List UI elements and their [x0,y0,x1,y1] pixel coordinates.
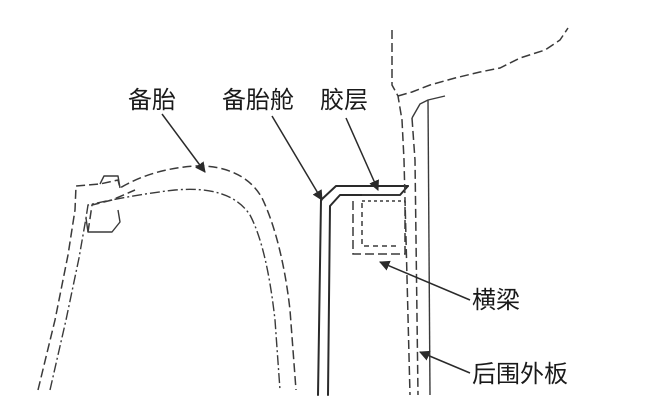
spare-tire-rim-inner [87,189,136,233]
label-cross-beam: 横梁 [472,286,520,314]
label-adhesive-layer: 胶层 [320,86,368,114]
cross-beam-box [352,201,406,255]
cross-beam-outline [352,201,406,255]
spare-tire-rim-lip [85,175,121,233]
rear-panel-top-shoulder [411,95,446,119]
well-wall-outer [317,185,409,396]
leader-adhesive-layer [345,117,379,191]
leader-lines [161,113,471,374]
label-spare-tire-well: 备胎舱 [222,86,294,114]
label-rear-outer-panel: 后围外板 [472,360,568,388]
rear-panel-top-contour [397,27,569,97]
rear-panel-outer-line [391,30,411,396]
leader-rear-outer-panel [419,350,471,374]
rear-panel-inner-line [411,117,419,396]
adhesive-layer-hatch [362,194,405,202]
leader-cross-beam [379,260,471,301]
leader-spare-tire [161,113,206,173]
rear-outer-panel-drawing [391,27,569,396]
spare-tire-drawing [37,165,297,391]
rear-panel-body-line [427,99,431,396]
label-spare-tire: 备胎 [128,86,176,114]
well-wall-inner [327,185,409,396]
spare-tire-inner-profile [49,188,281,391]
spare-tire-outer-profile [37,165,297,391]
cross-beam-inner [361,203,400,247]
spare-tire-well-wall [317,185,409,396]
leader-spare-tire-well [271,115,323,201]
